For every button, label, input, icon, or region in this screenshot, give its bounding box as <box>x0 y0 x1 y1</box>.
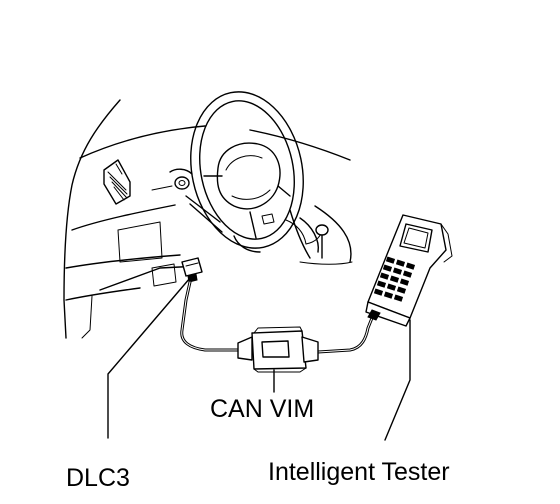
air-vent <box>103 159 131 205</box>
dashboard <box>63 99 353 339</box>
label-intelligent-tester: Intelligent Tester <box>268 458 450 486</box>
keypad <box>373 256 416 302</box>
leader-lines <box>107 277 411 441</box>
cable-vim-to-tester <box>316 316 374 354</box>
label-can-vim: CAN VIM <box>210 395 315 423</box>
leader-line-tester <box>384 319 411 441</box>
intelligent-tester-device <box>365 214 453 327</box>
dlc3-connector <box>181 257 203 283</box>
leader-line-dlc3 <box>107 277 191 439</box>
cable-dlc3-to-vim <box>180 280 242 352</box>
steering-wheel <box>190 91 304 253</box>
label-dlc3: DLC3 <box>66 464 130 492</box>
can-vim-module <box>237 326 319 373</box>
